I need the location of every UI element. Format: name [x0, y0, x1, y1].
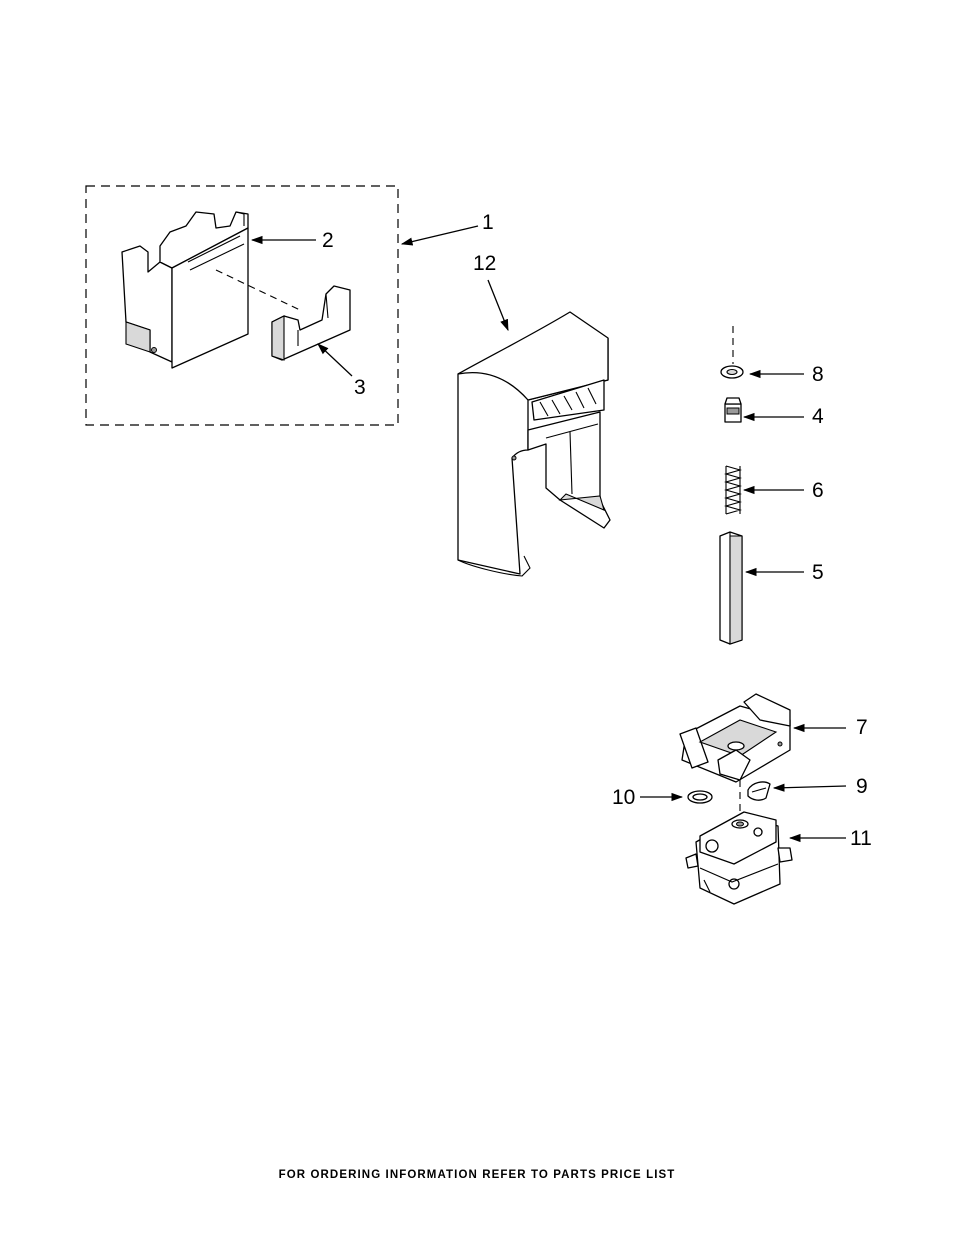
- callout-2: 2: [322, 229, 334, 252]
- part-8-washer: [720, 365, 744, 379]
- callout-12: 12: [473, 252, 497, 275]
- callout-4: 4: [812, 405, 824, 428]
- leader-12: [487, 279, 509, 332]
- part-6-spring: [723, 465, 743, 515]
- part-9-clip: [747, 781, 771, 801]
- assembly-dashed-box: [85, 185, 399, 426]
- callout-3: 3: [354, 376, 366, 399]
- callout-6: 6: [812, 479, 824, 502]
- part-11-motor: [685, 811, 793, 905]
- callout-5: 5: [812, 561, 824, 584]
- leader-1: [400, 225, 479, 246]
- part-3-handle: [271, 285, 351, 361]
- part-4-coupler: [724, 397, 742, 423]
- callout-9: 9: [856, 775, 868, 798]
- part-10-oring: [687, 790, 713, 804]
- callout-8: 8: [812, 363, 824, 386]
- callout-10: 10: [612, 786, 636, 809]
- ordering-info-footer: FOR ORDERING INFORMATION REFER TO PARTS …: [278, 1169, 676, 1181]
- callout-7: 7: [856, 716, 868, 739]
- part-7-bracket: [679, 693, 791, 783]
- leader-3: [317, 343, 353, 377]
- part-12-housing: [457, 311, 611, 577]
- leader-9: [772, 783, 847, 792]
- part-2-bucket: [121, 211, 249, 369]
- callout-1: 1: [482, 211, 494, 234]
- connector-dash-2-3: [215, 269, 301, 311]
- callout-11: 11: [850, 827, 872, 850]
- part-5-shaft: [719, 531, 743, 645]
